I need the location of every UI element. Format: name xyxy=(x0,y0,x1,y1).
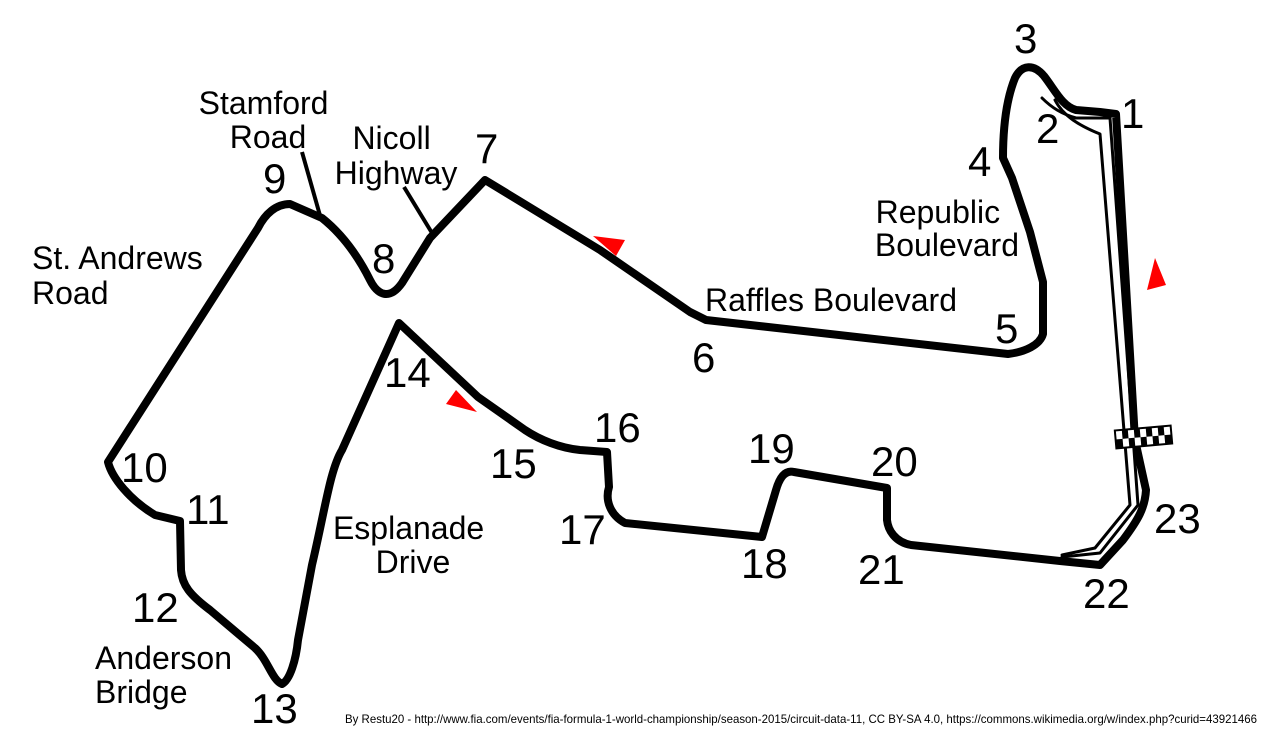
start-finish-flag xyxy=(1113,424,1174,450)
circuit-track xyxy=(104,63,1150,688)
turn-10-label: 10 xyxy=(121,444,168,491)
direction-arrow-raffles xyxy=(593,236,625,256)
turn-1-label: 1 xyxy=(1121,90,1144,137)
turn-18-label: 18 xyxy=(741,540,788,587)
stamford-road-label: Stamford Road xyxy=(199,85,338,155)
nicoll-highway-line xyxy=(402,185,434,235)
turn-14-label: 14 xyxy=(384,349,431,396)
turn-9-label: 9 xyxy=(263,155,286,202)
turn-17-label: 17 xyxy=(559,506,606,553)
stamford-road-line xyxy=(300,151,323,220)
turn-16-label: 16 xyxy=(594,404,641,451)
turn-8-label: 8 xyxy=(372,235,395,282)
attribution-text: By Restu20 - http://www.fia.com/events/f… xyxy=(345,712,1257,726)
turn-3-label: 3 xyxy=(1014,15,1037,62)
turn-21-label: 21 xyxy=(858,546,905,593)
nicoll-highway-label: Nicoll Highway xyxy=(335,120,458,191)
raffles-boulevard-label: Raffles Boulevard xyxy=(705,282,957,318)
turn-11-label: 11 xyxy=(186,486,230,533)
turn-4-label: 4 xyxy=(968,138,991,185)
turn-5-label: 5 xyxy=(995,305,1018,352)
pit-lane-outer xyxy=(1040,96,1140,559)
turn-20-label: 20 xyxy=(871,438,918,485)
turn-7-label: 7 xyxy=(475,125,498,172)
turn-22-label: 22 xyxy=(1083,570,1130,617)
turn-12-label: 12 xyxy=(132,584,179,631)
direction-arrow-esplanade xyxy=(446,390,477,412)
anderson-bridge-label: Anderson Bridge xyxy=(95,640,241,710)
turn-19-label: 19 xyxy=(748,425,795,472)
turn-2-label: 2 xyxy=(1036,105,1059,152)
republic-boulevard-label: Republic Boulevard xyxy=(875,194,1019,263)
turn-15-label: 15 xyxy=(490,440,537,487)
esplanade-drive-label: Esplanade Drive xyxy=(333,510,493,580)
st-andrews-road-label: St. Andrews Road xyxy=(32,240,212,311)
direction-arrow-main-straight xyxy=(1147,258,1166,290)
turn-6-label: 6 xyxy=(692,334,715,381)
turn-13-label: 13 xyxy=(251,685,298,731)
turn-23-label: 23 xyxy=(1154,495,1201,542)
